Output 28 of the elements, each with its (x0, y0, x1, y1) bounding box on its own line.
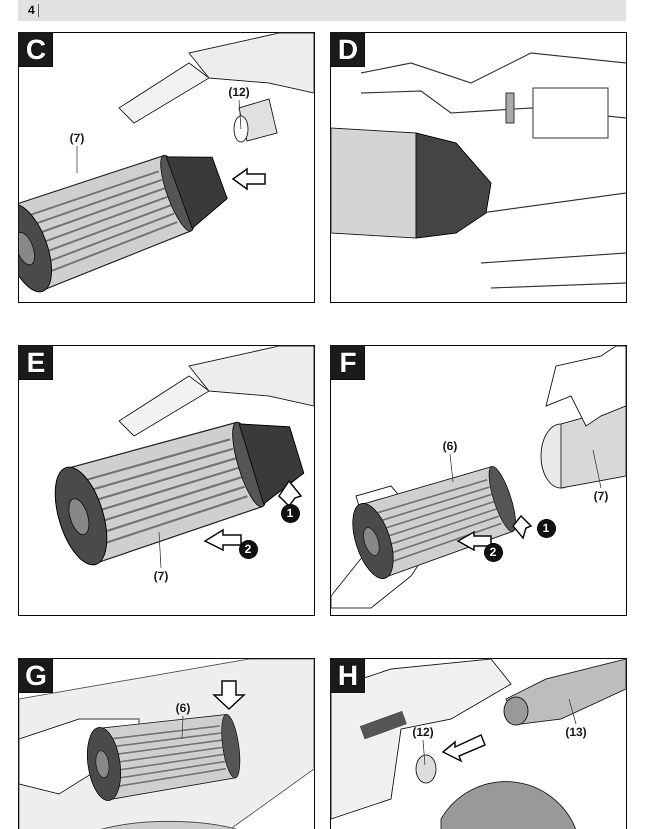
callout-number: (7) (61, 130, 93, 146)
panel-letter: C (19, 33, 53, 67)
step-number: 2 (238, 540, 258, 558)
leader-line (422, 740, 426, 766)
leader-line (182, 716, 184, 740)
panel-letter: H (331, 659, 365, 693)
callout-number: (7) (585, 488, 617, 504)
callout-number: (7) (145, 568, 177, 584)
callout-number: (12) (223, 84, 255, 100)
leader-line (238, 100, 242, 130)
leader-line (158, 532, 162, 568)
panel-letter: F (331, 346, 365, 380)
callout-number: (6) (167, 700, 199, 716)
page-number: 4 (28, 4, 39, 17)
leader-line (592, 450, 602, 488)
callout-number: (12) (407, 724, 439, 740)
leader-line (76, 146, 78, 174)
callout-number: (13) (560, 724, 592, 740)
panel-letter: G (19, 659, 53, 693)
step-number: 1 (536, 518, 556, 538)
callout-number: (6) (434, 438, 466, 454)
step-number: 2 (484, 542, 502, 562)
panel-letter: D (331, 33, 365, 67)
figure-panel (18, 345, 315, 616)
leader-line (568, 698, 576, 724)
step-number: 1 (280, 504, 300, 522)
panel-letter: E (19, 346, 53, 380)
leader-line (450, 454, 454, 482)
